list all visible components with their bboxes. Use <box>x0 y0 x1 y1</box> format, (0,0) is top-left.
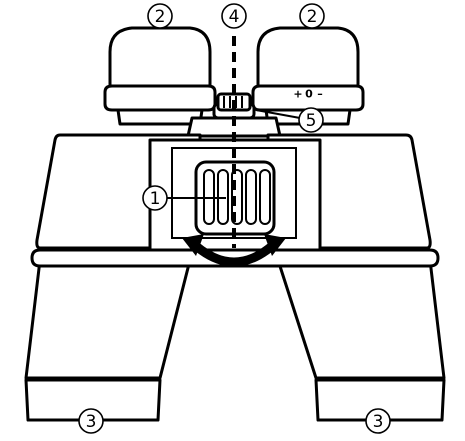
diopter-zero-mark: 0 <box>305 88 313 101</box>
diopter-plus-mark: + <box>293 88 302 101</box>
callout-3-left: 3 <box>78 408 104 434</box>
svg-text:1: 1 <box>150 189 161 209</box>
callout-1: 1 <box>142 185 168 211</box>
diopter-scale: + 0 – <box>293 88 322 101</box>
callout-5-leader <box>255 109 301 119</box>
svg-text:5: 5 <box>306 111 317 131</box>
callout-2-left: 2 <box>147 3 173 29</box>
diopter-minus-mark: – <box>317 88 323 101</box>
svg-text:4: 4 <box>229 7 240 27</box>
svg-text:3: 3 <box>86 412 97 432</box>
callout-4: 4 <box>221 3 247 29</box>
svg-text:2: 2 <box>307 7 318 27</box>
left-eyepiece <box>103 26 217 126</box>
callout-2-right: 2 <box>299 3 325 29</box>
callout-3-right: 3 <box>365 408 391 434</box>
svg-text:2: 2 <box>155 7 166 27</box>
svg-text:3: 3 <box>373 412 384 432</box>
rotation-arrow-icon <box>182 234 286 267</box>
callout-5: 5 <box>298 107 324 133</box>
